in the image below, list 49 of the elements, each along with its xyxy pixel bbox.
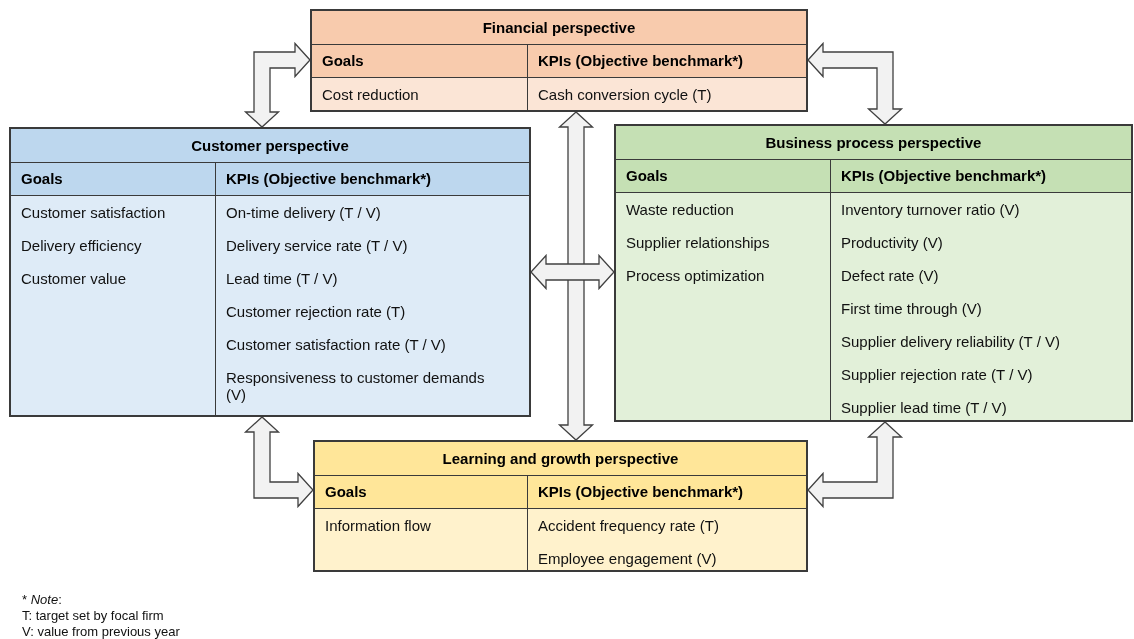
kpi-text: Defect rate (V) bbox=[841, 267, 939, 284]
block-arrow bbox=[530, 253, 615, 291]
kpi-text: Customer satisfaction rate (T / V) bbox=[226, 336, 446, 353]
goal-text: Cost reduction bbox=[322, 86, 419, 103]
perspective-table bbox=[614, 124, 1133, 422]
table-title: Business process perspective bbox=[616, 126, 1131, 160]
block-arrow bbox=[557, 111, 595, 441]
perspective-table bbox=[313, 440, 808, 572]
kpi-text: Supplier rejection rate (T / V) bbox=[841, 366, 1033, 383]
table-title: Financial perspective bbox=[312, 11, 806, 45]
kpi-text: Lead time (T / V) bbox=[226, 270, 338, 287]
kpi-text: Accident frequency rate (T) bbox=[538, 517, 719, 534]
column-header: KPIs (Objective benchmark*) bbox=[538, 52, 744, 69]
column-header: KPIs (Objective benchmark*) bbox=[226, 170, 432, 187]
column-header: KPIs (Objective benchmark*) bbox=[538, 483, 744, 500]
note-text: V: value from previous year bbox=[22, 624, 180, 639]
kpi-text: Employee engagement (V) bbox=[538, 550, 717, 567]
column-header: Goals bbox=[325, 483, 367, 500]
goal-text: Process optimization bbox=[626, 267, 765, 284]
goal-text: Customer value bbox=[21, 270, 127, 287]
perspective-table bbox=[310, 9, 808, 112]
kpi-text: Supplier delivery reliability (T / V) bbox=[841, 333, 1060, 350]
kpi-text: Supplier lead time (T / V) bbox=[841, 399, 1007, 416]
goal-text: Delivery efficiency bbox=[21, 237, 142, 254]
kpi-text: On-time delivery (T / V) bbox=[226, 204, 381, 221]
note-text: T: target set by focal firm bbox=[22, 608, 165, 624]
table-title: Customer perspective bbox=[11, 129, 529, 163]
goal-text: Supplier relationships bbox=[626, 234, 770, 251]
block-arrow bbox=[807, 41, 904, 125]
kpi-text: Cash conversion cycle (T) bbox=[538, 86, 712, 103]
note-text: *Note: bbox=[22, 592, 63, 608]
block-arrow bbox=[243, 41, 311, 128]
column-header: Goals bbox=[21, 170, 63, 187]
kpi-text: Inventory turnover ratio (V) bbox=[841, 201, 1020, 218]
column-header: Goals bbox=[626, 167, 668, 184]
kpi-text: Productivity (V) bbox=[841, 234, 943, 251]
kpi-text: Delivery service rate (T / V) bbox=[226, 237, 408, 254]
goal-text: Waste reduction bbox=[626, 201, 734, 218]
goal-text: Information flow bbox=[325, 517, 431, 534]
goal-text: Customer satisfaction bbox=[21, 204, 166, 221]
kpi-text: First time through (V) bbox=[841, 300, 982, 317]
kpi-text: Customer rejection rate (T) bbox=[226, 303, 406, 320]
block-arrow bbox=[243, 416, 314, 509]
table-title: Learning and growth perspective bbox=[315, 442, 806, 476]
column-header: KPIs (Objective benchmark*) bbox=[841, 167, 1047, 184]
kpi-text: Responsiveness to customer demands (V) bbox=[226, 369, 485, 403]
block-arrow bbox=[807, 421, 904, 509]
column-header: Goals bbox=[322, 52, 364, 69]
perspective-table bbox=[9, 127, 531, 417]
